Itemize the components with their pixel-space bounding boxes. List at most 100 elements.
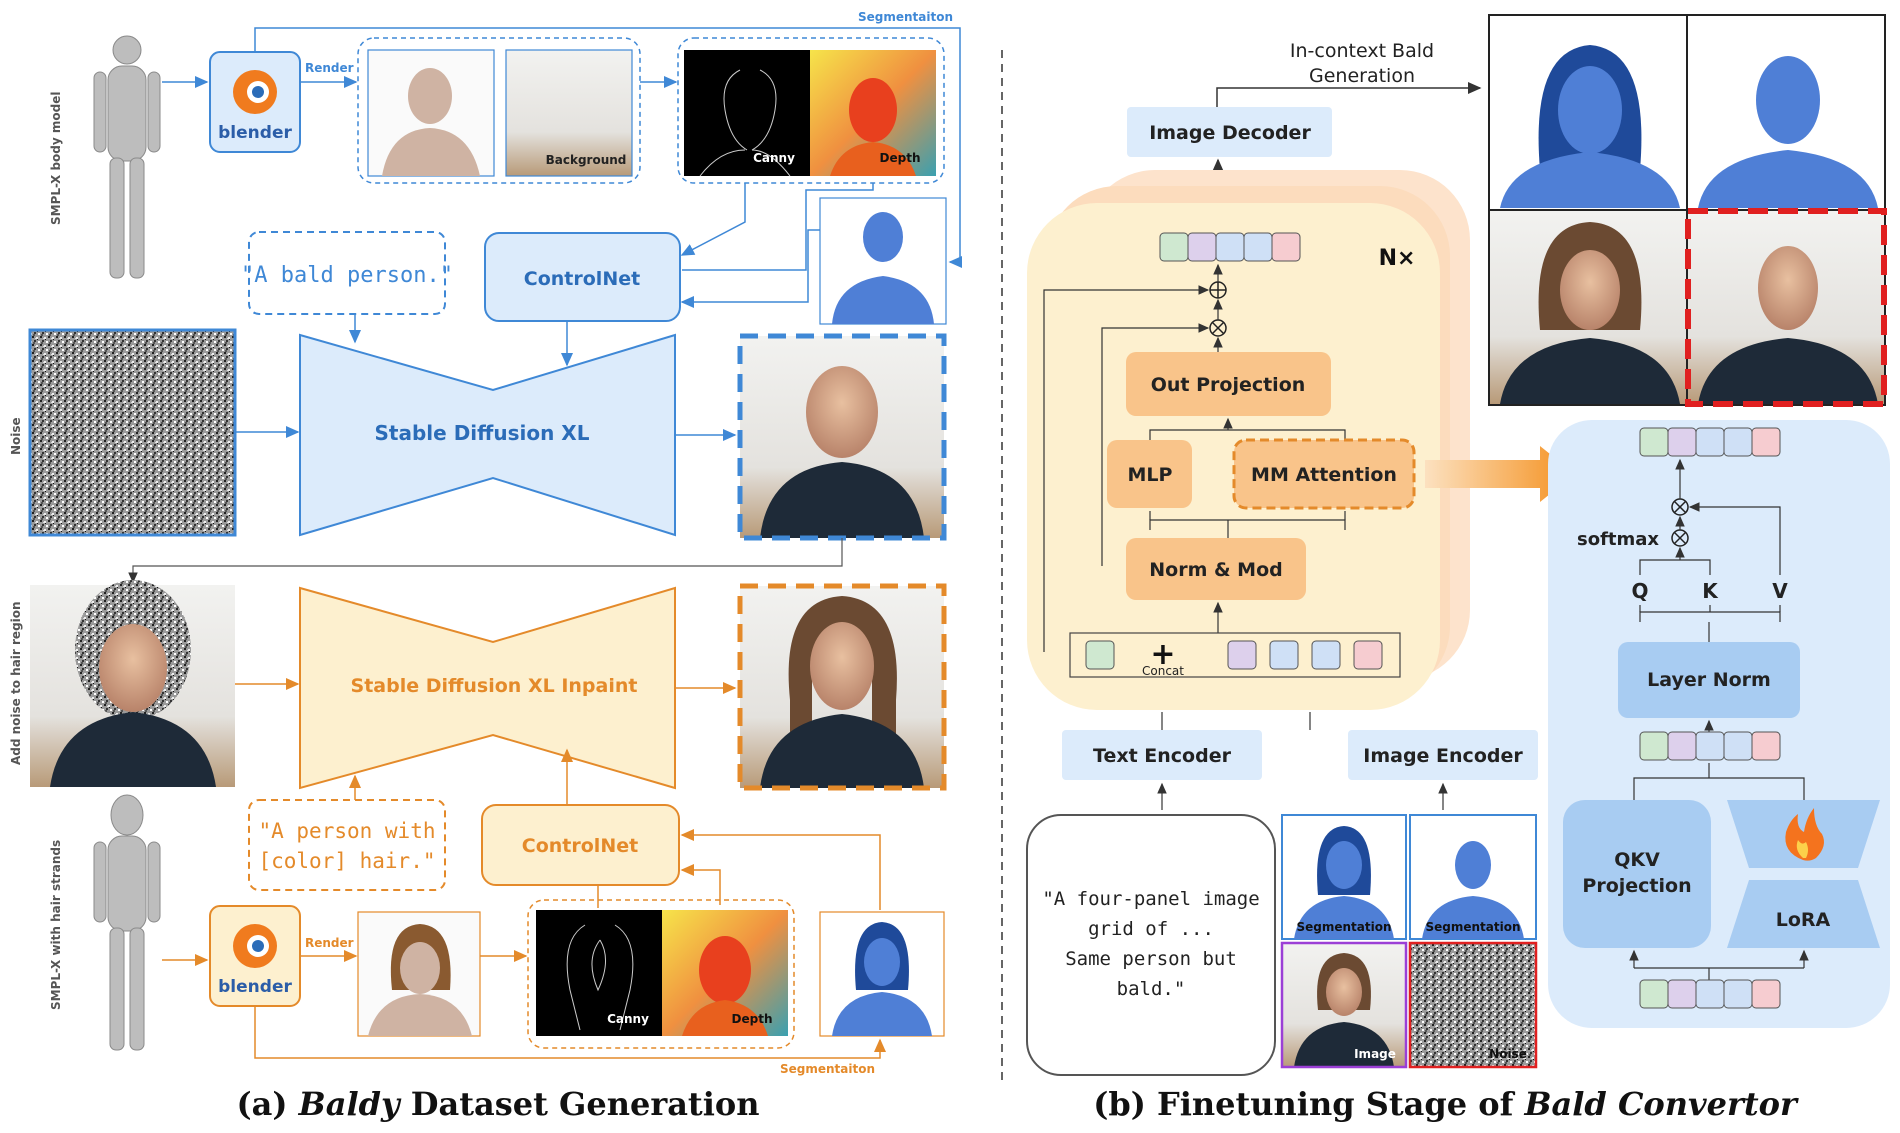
blender-logo-top: blender	[209, 51, 301, 153]
image-encoder-label: Image Encoder	[1363, 745, 1523, 767]
side-label-add-noise: Add noise to hair region	[9, 601, 23, 765]
concat-plus: +	[1150, 637, 1175, 672]
mm-attention-label: MM Attention	[1251, 464, 1397, 486]
blender-label-top: blender	[218, 123, 292, 143]
layer-norm-label: Layer Norm	[1647, 669, 1771, 691]
background-label: Background	[546, 153, 627, 167]
canny-label-bottom: Canny	[607, 1012, 649, 1026]
mm-attention-block	[1232, 438, 1416, 510]
noise-image-left	[28, 328, 237, 537]
prompt-color-line1: "A person with	[258, 819, 435, 843]
side-label-body: SMPL-X body model	[49, 92, 63, 225]
concat-strip	[1069, 632, 1401, 678]
caption-a-italic: Baldy	[298, 1085, 402, 1123]
token-strip-attn-mid	[1639, 731, 1781, 761]
qkv-projection-block	[1563, 800, 1711, 948]
qkv-label-line1: QKV	[1614, 849, 1660, 871]
layer-norm-block	[1618, 642, 1800, 718]
controlnet-bottom-label: ControlNet	[522, 835, 638, 857]
caption-b: (b) Finetuning Stage of Bald Convertor	[1093, 1085, 1799, 1123]
caption-a-prefix: (a)	[237, 1085, 299, 1123]
image-encoder	[1348, 730, 1538, 780]
prompt-line1: "A four-panel image	[1042, 888, 1259, 910]
k-label: K	[1702, 579, 1719, 603]
sdxl-inpaint-label: Stable Diffusion XL Inpaint	[351, 675, 638, 697]
controlnet-bottom	[481, 804, 680, 886]
depth-label-bottom: Depth	[732, 1012, 773, 1026]
token-strip-attn-bottom	[1639, 979, 1781, 1009]
out-projection-label: Out Projection	[1151, 374, 1306, 396]
background-image: Background	[505, 49, 633, 177]
blender-logo-bottom: blender	[209, 905, 301, 1007]
qkv-label-line2: Projection	[1582, 875, 1691, 897]
input-image: Image	[1280, 941, 1408, 1069]
mlp-block	[1107, 440, 1192, 508]
out-projection	[1126, 352, 1331, 416]
render-head-image	[367, 49, 495, 177]
noised-hair-image	[30, 580, 235, 787]
caption-a-suffix: Dataset Generation	[400, 1085, 760, 1123]
prompt-color-line2: [color] hair."	[258, 849, 435, 873]
seg2-label: Segmentation	[1425, 920, 1520, 934]
text-encoder	[1062, 730, 1262, 780]
token-strip-top	[1159, 232, 1301, 262]
add-op	[1209, 281, 1227, 299]
depth-label-top: Depth	[880, 151, 921, 165]
img-label: Image	[1354, 1047, 1396, 1061]
caption-a: (a) Baldy Dataset Generation	[237, 1085, 760, 1123]
render-label-top: Render	[305, 61, 354, 75]
hair-output-image	[737, 583, 947, 791]
render-label-bottom: Render	[305, 936, 354, 950]
blender-label-bottom: blender	[218, 977, 292, 997]
nx-label: N×	[1379, 246, 1416, 271]
side-label-strands: SMPL-X with hair strands	[49, 840, 63, 1010]
segmentation-label-top: Segmentaiton	[858, 10, 953, 24]
depth-image-bottom: Depth	[662, 910, 788, 1036]
noise-label: Noise	[1489, 1047, 1527, 1061]
depth-image-top: Depth	[810, 50, 936, 176]
caption-b-prefix: (b) Finetuning Stage of	[1093, 1085, 1524, 1123]
render-hair-head-image	[357, 911, 481, 1037]
sdxl-block	[299, 333, 676, 537]
smplx-hair-figure	[93, 794, 161, 1051]
side-label-noise: Noise	[9, 417, 23, 455]
q-label: Q	[1631, 579, 1648, 603]
input-seg-bald: Segmentation	[1409, 814, 1537, 940]
mlp-label: MLP	[1128, 464, 1173, 486]
prompt-line4: bald."	[1117, 978, 1186, 1000]
in-context-line2: Generation	[1309, 65, 1415, 87]
token-strip-attn-top	[1639, 427, 1781, 457]
seg1-label: Segmentation	[1296, 920, 1391, 934]
fire-icon	[1785, 808, 1824, 861]
bald-output-image	[737, 333, 947, 541]
canny-image-top: Canny	[684, 50, 810, 177]
caption-b-italic: Bald Convertor	[1523, 1085, 1798, 1123]
canny-image-bottom: Canny	[536, 910, 662, 1036]
controlnet-top-label: ControlNet	[524, 268, 640, 290]
v-label: V	[1772, 579, 1788, 603]
softmax-label: softmax	[1577, 529, 1659, 550]
sdxl-inpaint-block	[299, 586, 676, 790]
input-noise: Noise	[1408, 941, 1538, 1069]
output-grid	[1488, 14, 1887, 407]
prompt-line2: grid of ...	[1088, 918, 1214, 940]
lora-label: LoRA	[1776, 909, 1831, 931]
input-seg-hair: Segmentation	[1281, 814, 1407, 940]
segmentation-label-bottom: Segmentaiton	[780, 1062, 875, 1076]
smplx-body-figure-top	[93, 35, 161, 279]
norm-mod-block	[1126, 538, 1306, 600]
image-decoder	[1127, 107, 1332, 157]
prompt-line3: Same person but	[1065, 948, 1237, 970]
norm-mod-label: Norm & Mod	[1149, 559, 1282, 581]
segmentation-mask-hair	[819, 911, 945, 1037]
in-context-line1: In-context Bald	[1290, 40, 1434, 62]
sdxl-label: Stable Diffusion XL	[375, 421, 590, 445]
segmentation-mask-top	[819, 197, 947, 325]
concat-label: Concat	[1142, 664, 1184, 678]
text-encoder-label: Text Encoder	[1093, 745, 1232, 767]
image-decoder-label: Image Decoder	[1149, 122, 1311, 144]
canny-label-top: Canny	[753, 151, 795, 165]
zoom-arrow	[1425, 446, 1575, 502]
mul-op	[1209, 319, 1227, 337]
